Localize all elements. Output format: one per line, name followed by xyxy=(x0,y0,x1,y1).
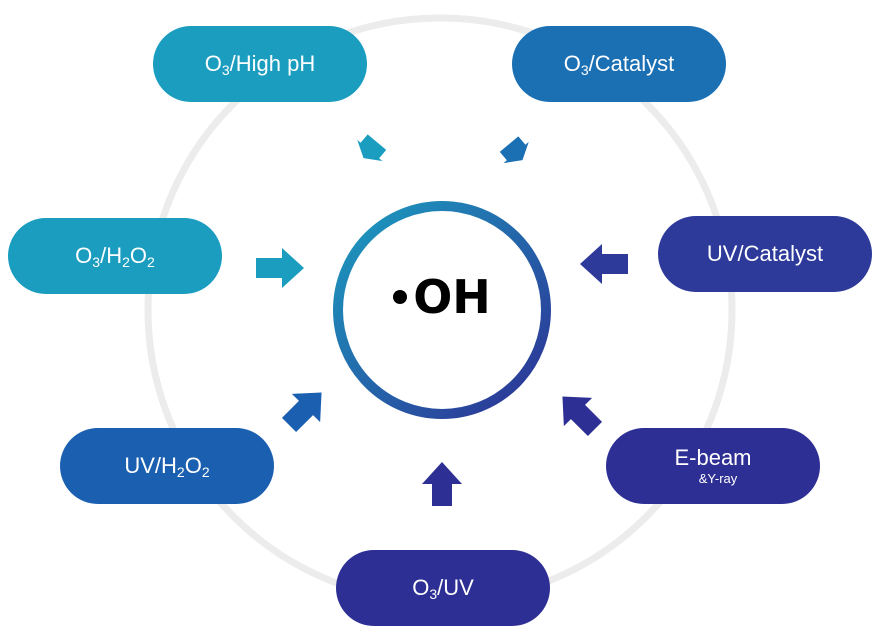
arrow-from-uv-h2o2 xyxy=(281,392,322,433)
label-part: O xyxy=(184,452,202,478)
label-part: O xyxy=(129,242,148,268)
method-o3-high-ph: O3/High pH xyxy=(153,26,367,102)
arrow-from-o3-h2o2 xyxy=(256,248,304,288)
method-uv-h2o2: UV/H2O2 xyxy=(60,428,274,504)
label-part: O xyxy=(75,242,93,268)
label-part: UV/H xyxy=(124,452,177,478)
label-subscript: 3 xyxy=(92,253,101,270)
method-o3-catalyst: O3/Catalyst xyxy=(512,26,726,102)
hydroxyl-radical-label: OH xyxy=(342,270,542,324)
method-uv-catalyst: UV/Catalyst xyxy=(658,216,872,292)
method-o3-h2o2: O3/H2O2 xyxy=(8,218,222,294)
method-label: UV/Catalyst xyxy=(706,240,824,266)
label-part: E-beam xyxy=(674,444,752,470)
center-label-text: OH xyxy=(413,270,491,324)
label-subscript: 2 xyxy=(176,463,185,480)
label-part: O xyxy=(412,574,430,600)
method-o3-uv: O3/UV xyxy=(336,550,550,626)
label-subscript: 3 xyxy=(221,61,230,78)
label-subscript: 3 xyxy=(429,585,438,602)
label-part: /Catalyst xyxy=(588,50,675,76)
label-part: O xyxy=(563,50,581,76)
method-e-beam: E-beam &Y-ray xyxy=(606,428,820,504)
method-label: O3/High pH xyxy=(204,50,316,78)
center-circle xyxy=(333,201,551,419)
label-subscript: 2 xyxy=(201,463,210,480)
label-part: UV/Catalyst xyxy=(706,240,824,266)
label-part: O xyxy=(204,50,222,76)
method-label: E-beam xyxy=(674,444,752,470)
method-label: O3/UV xyxy=(412,574,474,602)
arrow-from-o3-uv xyxy=(422,462,462,506)
label-part: /UV xyxy=(437,574,474,600)
arrow-from-o3-catalyst xyxy=(499,136,529,164)
method-label: O3/H2O2 xyxy=(75,242,155,270)
arrow-from-uv-catalyst xyxy=(580,244,628,284)
method-sublabel: &Y-ray xyxy=(698,470,738,486)
method-label: UV/H2O2 xyxy=(124,452,210,480)
arrow-from-e-beam xyxy=(562,396,603,437)
label-part: /High pH xyxy=(229,50,316,76)
label-subscript: 2 xyxy=(147,253,155,270)
radical-dot xyxy=(393,289,408,304)
arrow-from-o3-high-ph xyxy=(357,134,387,162)
label-subscript: 2 xyxy=(122,253,130,270)
method-label: O3/Catalyst xyxy=(563,50,675,78)
label-part: /H xyxy=(100,242,123,268)
label-subscript: 3 xyxy=(580,61,589,78)
